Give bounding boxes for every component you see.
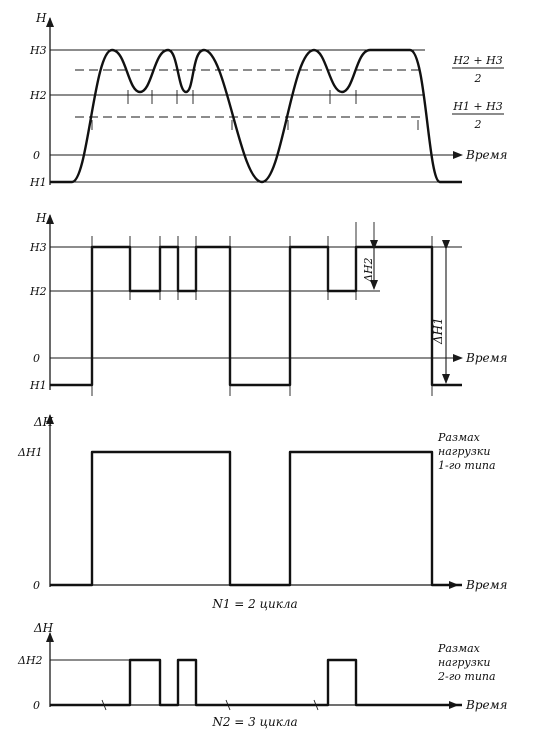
panel4-range-signal (50, 658, 462, 707)
panel1-level-label-h3: H3 (29, 44, 47, 57)
panel3-axis-label: ΔH (33, 415, 54, 429)
panel1-level-label-h2: H2 (29, 89, 47, 102)
panel1-axis-label: H (35, 11, 47, 25)
panel4-caption-line-1: Размах (437, 642, 481, 655)
panel3-caption-line-1: Размах (437, 431, 481, 444)
panel2-range-small-label: ΔH2 (362, 257, 375, 283)
panel3-caption-line-3: 1-го типа (438, 459, 496, 472)
panel2-level-label-h3: H3 (29, 241, 47, 254)
panel2-level-label-h2: H2 (29, 285, 47, 298)
panel4-break-marks (101, 699, 319, 711)
panel2-transition-ticks (91, 222, 433, 396)
panel2-level-label-h1: H1 (29, 379, 47, 392)
panel3-level-label-dh1: ΔH1 (17, 446, 43, 459)
panel2-rectified-signal (50, 245, 462, 387)
panel-4-type2-range: ΔH Время ΔH2 0 Размах нагрузки 2-го типа… (17, 621, 508, 729)
panel4-cycle-count: N2 = 3 цикла (211, 715, 297, 729)
panel3-range-signal (50, 450, 462, 587)
panel-2-rectified-history: H H3 H2 0 H1 Время ΔH2 ΔH1 (29, 211, 508, 396)
panel4-caption-line-2: нагрузки (438, 656, 490, 669)
panel4-level-label-zero: 0 (33, 699, 40, 712)
panel-3-type1-range: ΔH Время ΔH1 0 Размах нагрузки 1-го типа… (17, 414, 508, 611)
panel1-reversal-ticks (91, 90, 419, 130)
panel4-level-label-dh2: ΔH2 (17, 654, 43, 667)
panel2-level-label-zero: 0 (33, 352, 40, 365)
panel2-time-label: Время (465, 351, 508, 365)
panel-1-load-history: H H3 H2 0 H1 Время H2 + H3 2 H1 + H3 2 (29, 11, 508, 189)
panel1-level-label-zero: 0 (33, 149, 40, 162)
panel1-mid-lower-numerator: H1 + H3 (452, 100, 502, 113)
panel1-mid-lower-denominator: 2 (474, 118, 482, 131)
panel4-caption-line-3: 2-го типа (437, 670, 496, 683)
panel1-time-label: Время (465, 148, 508, 162)
panel4-time-label: Время (465, 698, 508, 712)
panel3-level-label-zero: 0 (33, 579, 40, 592)
panel2-range-large-label: ΔH1 (431, 317, 445, 345)
panel3-time-label: Время (465, 578, 508, 592)
panel1-level-label-h1: H1 (29, 176, 47, 189)
panel4-axis-label: ΔH (33, 621, 54, 635)
panel1-mid-upper-numerator: H2 + H3 (452, 54, 502, 67)
panel3-cycle-count: N1 = 2 цикла (211, 597, 297, 611)
panel3-caption-line-2: нагрузки (438, 445, 490, 458)
panel1-mid-upper-denominator: 2 (474, 72, 482, 85)
panel2-axis-label: H (35, 211, 47, 225)
panel1-load-curve (50, 48, 462, 184)
